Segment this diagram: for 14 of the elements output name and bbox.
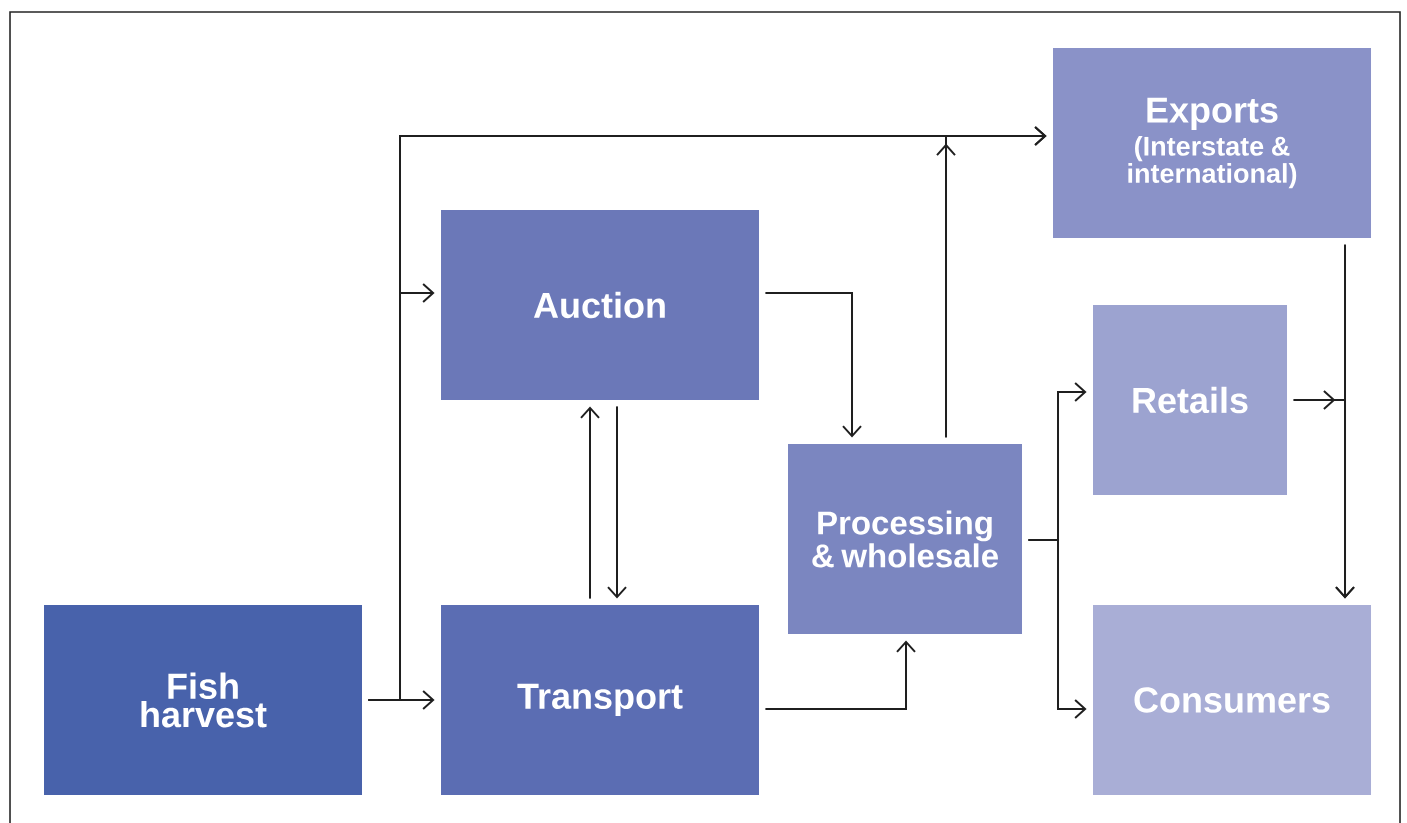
process-box: Retails	[1093, 305, 1287, 495]
arrow	[764, 292, 862, 438]
arrow	[607, 405, 627, 599]
arrow	[1027, 539, 1087, 719]
arrow	[936, 126, 1047, 439]
process-box: Consumers	[1093, 605, 1371, 795]
process-box: Processing & wholesale	[788, 444, 1022, 634]
arrow	[1292, 390, 1355, 599]
arrow	[764, 640, 916, 710]
arrow	[580, 406, 600, 600]
process-box: Fish harvest	[44, 605, 362, 795]
process-box: Auction	[441, 210, 759, 400]
process-box: Exports (Interstate & international)	[1053, 48, 1371, 238]
process-box: Transport	[441, 605, 759, 795]
